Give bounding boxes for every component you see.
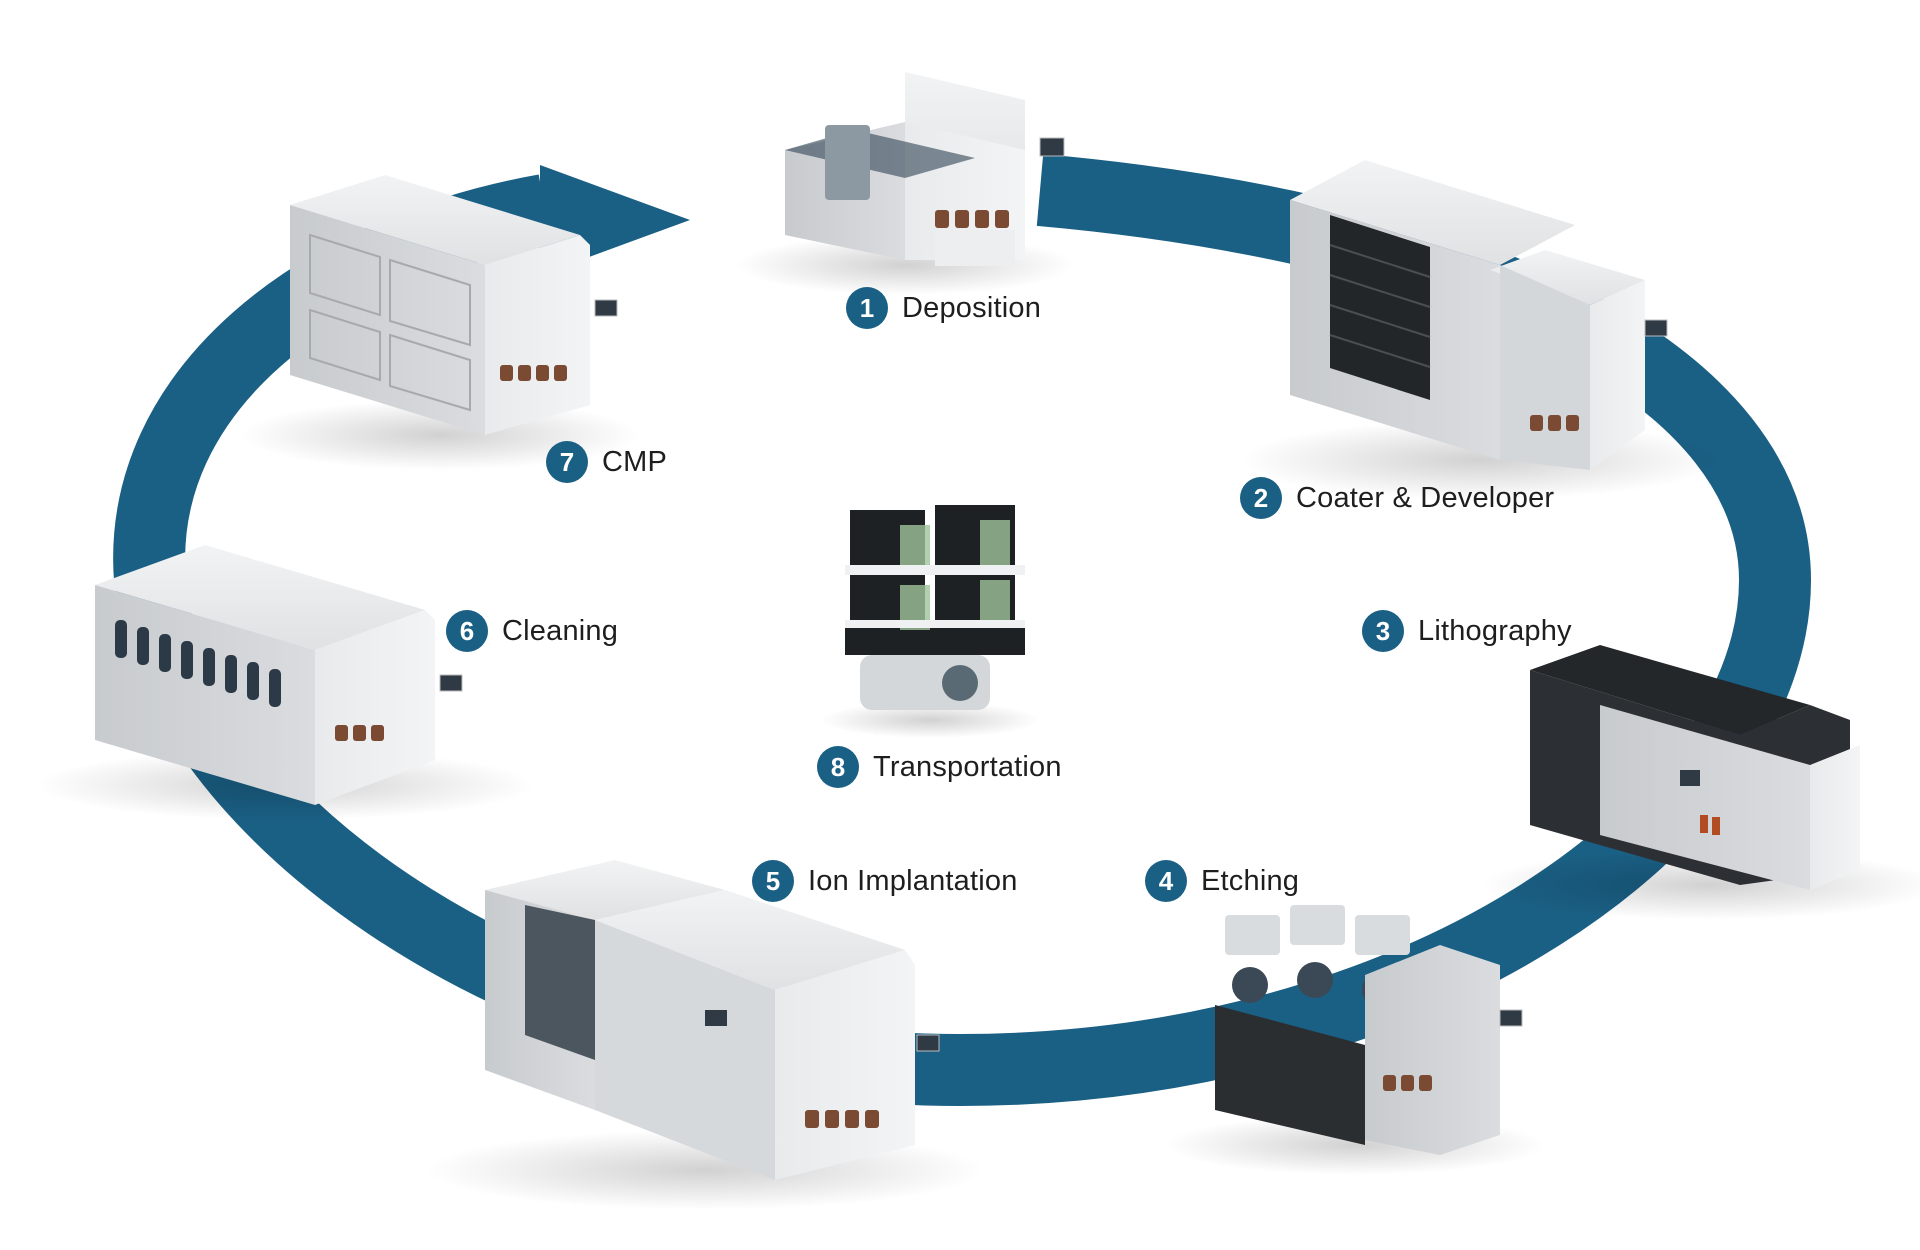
- step-label: Ion Implantation: [808, 864, 1018, 897]
- step-cmp: 7 CMP: [546, 441, 667, 483]
- lithography-machine: [1480, 645, 1920, 920]
- step-number-badge: 2: [1240, 477, 1282, 519]
- step-coater-developer: 2 Coater & Developer: [1240, 477, 1554, 519]
- step-lithography: 3 Lithography: [1362, 610, 1572, 652]
- cleaning-machine: [35, 545, 535, 820]
- step-label: Etching: [1201, 864, 1300, 897]
- step-deposition: 1 Deposition: [846, 287, 1041, 329]
- step-number-badge: 1: [846, 287, 888, 329]
- step-number-badge: 3: [1362, 610, 1404, 652]
- step-number-badge: 5: [752, 860, 794, 902]
- coater-developer-machine: [1240, 160, 1720, 500]
- step-label: Lithography: [1418, 614, 1572, 647]
- step-number-badge: 7: [546, 441, 588, 483]
- step-ion-implantation: 5 Ion Implantation: [752, 860, 1018, 902]
- step-label: Deposition: [902, 291, 1042, 324]
- cycle-ring-band: [113, 154, 1812, 1107]
- step-number-badge: 4: [1145, 860, 1187, 902]
- step-number-badge: 8: [817, 746, 859, 788]
- transport-robot: [820, 505, 1040, 738]
- etching-machine: [1165, 905, 1545, 1175]
- step-label: Cleaning: [502, 614, 619, 647]
- step-label: Transportation: [873, 750, 1062, 783]
- step-transportation: 8 Transportation: [817, 746, 1062, 788]
- step-label: CMP: [602, 445, 668, 478]
- step-cleaning: 6 Cleaning: [446, 610, 618, 652]
- cmp-machine: [240, 175, 640, 470]
- step-label: Coater & Developer: [1296, 481, 1555, 514]
- deposition-machine: [735, 72, 1075, 295]
- step-etching: 4 Etching: [1145, 860, 1299, 902]
- step-number-badge: 6: [446, 610, 488, 652]
- ion-implantation-machine: [425, 860, 985, 1210]
